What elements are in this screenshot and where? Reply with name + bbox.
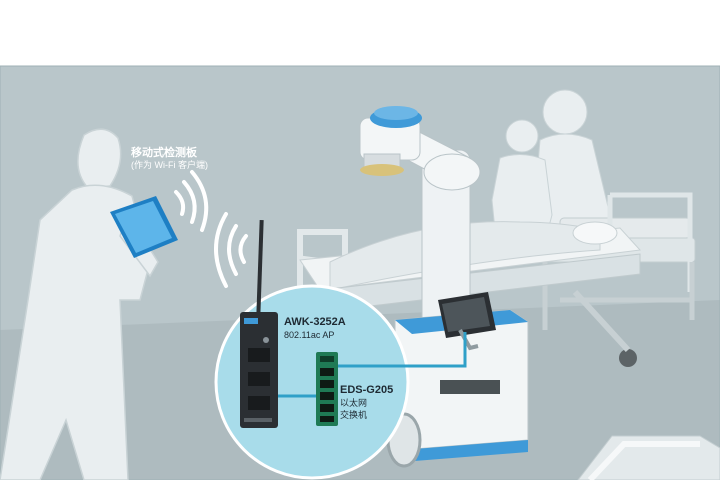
top-margin (0, 0, 720, 66)
switch-desc-line1: 以太网 (340, 398, 368, 408)
tablet-callout-name: 移动式检测板 (131, 147, 197, 159)
handheld-tablet (110, 196, 178, 258)
wifi-arcs-icon (214, 212, 248, 288)
access-point-device (240, 219, 300, 428)
switch-model-label: EDS-G205 (340, 384, 394, 396)
ethernet-switch-device (316, 352, 338, 426)
mobile-xray-cart (359, 106, 529, 468)
ap-desc-label: 802.11ac AP (284, 330, 335, 340)
wifi-arcs-icon (174, 170, 209, 232)
foreground-bed-rail (577, 435, 720, 480)
ap-model-label: AWK-3252A (284, 316, 346, 328)
tablet-callout-note: (作为 Wi-Fi 客户端) (131, 160, 208, 170)
switch-desc-line2: 交换机 (340, 410, 368, 420)
